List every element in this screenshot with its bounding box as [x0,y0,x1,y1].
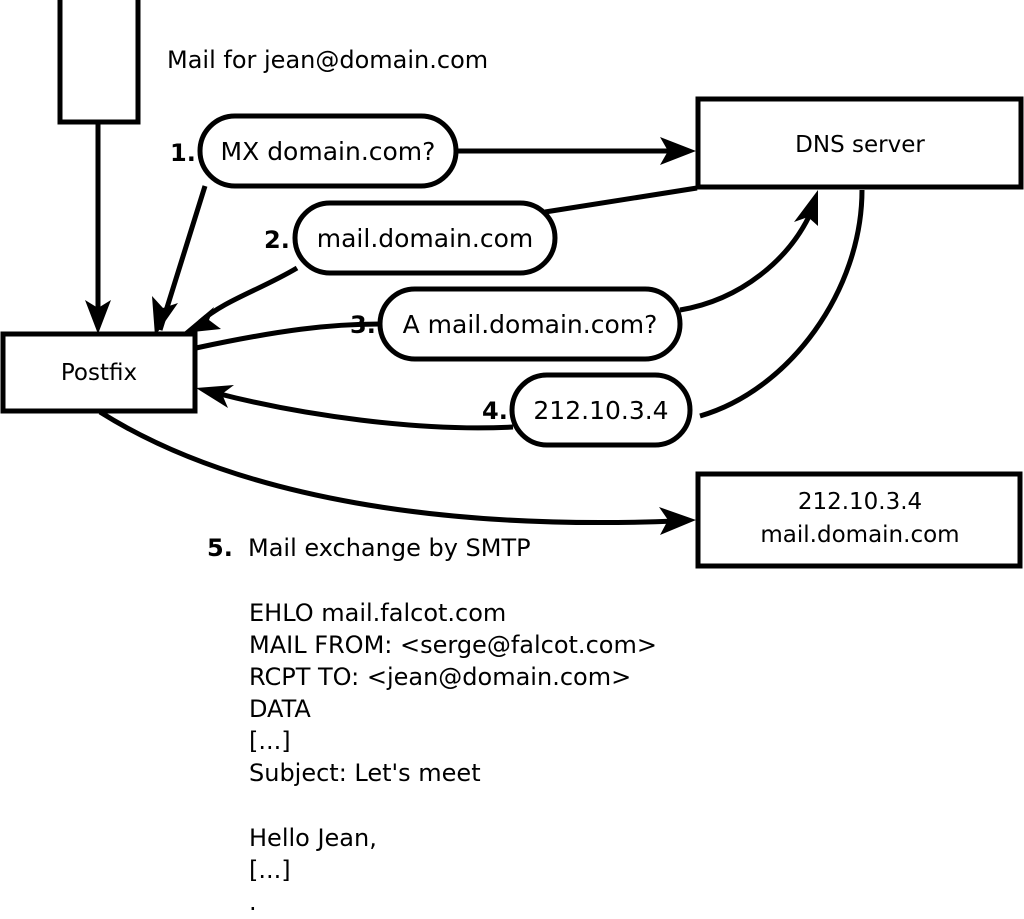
smtp-line-10: . [249,888,257,916]
bubble-step1 [197,113,459,189]
bubble-step2 [292,200,558,276]
arrowhead-step1-tail [152,296,178,336]
smtp-line-1: EHLO mail.falcot.com [249,599,506,627]
step-5-label: Mail exchange by SMTP [248,534,531,562]
edge-postfix-to-mailserver [98,409,677,526]
node-client-box [57,0,141,125]
bubble-step4 [509,372,693,448]
smtp-line-2: MAIL FROM: <serge@falcot.com> [249,631,657,659]
node-mailserver-ip: 212.10.3.4 [798,489,922,515]
step-number-4: 4. [482,397,508,425]
arrowhead-client-to-postfix [85,300,111,334]
edge-dns-to-step4 [699,189,865,419]
smtp-line-9: [...] [249,856,291,884]
step-number-3: 3. [350,311,376,339]
arrowhead-step4-to-postfix [196,385,234,408]
node-mailserver-hostname: mail.domain.com [760,522,959,548]
arrowhead-postfix-to-mailserver [659,507,696,535]
arrowhead-step3-to-dns [794,190,818,226]
edge-postfix-to-step3 [195,321,381,351]
bubble-step3 [377,286,683,362]
step-number-1: 1. [170,139,196,167]
smtp-line-5: [...] [249,727,291,755]
arrowhead-step2-to-postfix [183,307,221,333]
smtp-line-8: Hello Jean, [249,824,377,852]
node-dns-box [695,96,1024,190]
bubble-step3-label: A mail.domain.com? [403,310,658,339]
caption-mail-for: Mail for jean@domain.com [167,46,488,74]
edge-dns-to-step2 [544,185,698,215]
step-number-2: 2. [264,226,290,254]
arrowhead-step1-to-dns [660,137,696,165]
smtp-line-3: RCPT TO: <jean@domain.com> [249,663,631,691]
bubble-step2-label: mail.domain.com [317,224,533,253]
step-number-5: 5. [207,534,233,562]
edge-step4-to-postfix [215,390,514,431]
smtp-line-4: DATA [249,695,311,723]
bubble-step1-label: MX domain.com? [221,137,436,166]
node-postfix-box [0,331,198,414]
bubble-step4-label: 212.10.3.4 [533,396,668,425]
node-mailserver-box [695,471,1023,569]
edge-step2-to-postfix [198,265,299,324]
edge-step1-tail [157,185,208,331]
node-postfix-label: Postfix [61,360,137,386]
edge-step3-to-dns [679,208,815,313]
node-dns-label: DNS server [795,132,925,158]
smtp-line-6: Subject: Let's meet [249,759,481,787]
